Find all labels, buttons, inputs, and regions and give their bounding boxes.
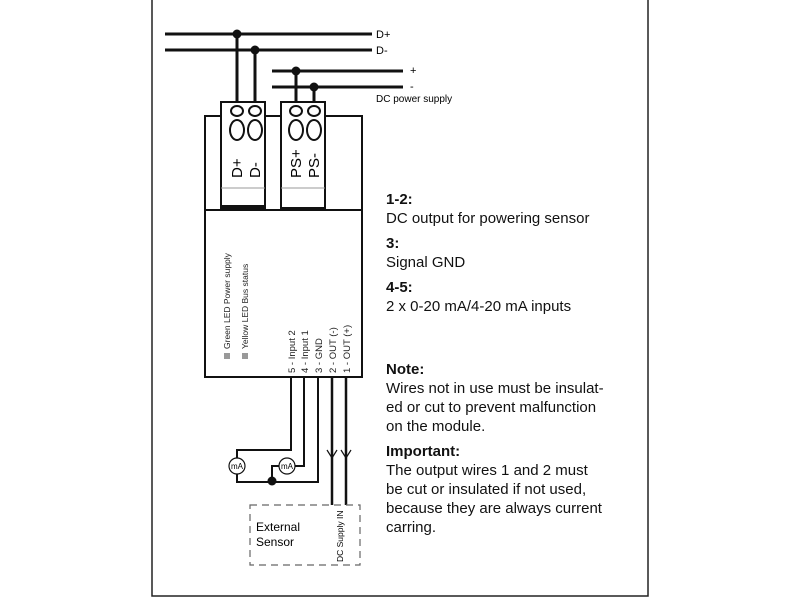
terminal-screws	[229, 105, 322, 141]
note-line: ed or cut to prevent malfunction	[386, 399, 597, 416]
dc-supply-in-label: DC Supply IN	[335, 511, 345, 563]
sensor-label-1: External	[256, 520, 300, 534]
sensor-wires	[236, 377, 352, 505]
module	[204, 101, 363, 378]
pin-5: 5 - Input 2	[287, 330, 298, 373]
note-heading: 4-5:	[386, 279, 413, 296]
label-d-plus: D+	[376, 29, 390, 41]
led-yellow-label: Yellow LED Bus status	[240, 264, 250, 349]
important-line: because they are always current	[386, 500, 602, 517]
pin-4: 4 - Input 1	[300, 330, 311, 373]
notes-panel: 1-2: DC output for powering sensor 3: Si…	[386, 190, 646, 537]
pin-2: 2 - OUT (-)	[328, 327, 339, 373]
terminal-ps-plus: PS+	[288, 149, 305, 178]
ammeter-icon	[228, 457, 246, 475]
note-text: Signal GND	[386, 254, 466, 271]
gnd-junction-dot	[267, 476, 277, 486]
led-labels: Green LED Power supply Yellow LED Bus st…	[222, 252, 250, 359]
important-line: The output wires 1 and 2 must	[386, 462, 588, 479]
note-line: Wires not in use must be insulat-	[386, 380, 604, 397]
pin-1: 1 - OUT (+)	[342, 325, 353, 373]
meter-2-label: mA	[281, 462, 294, 471]
label-minus: -	[410, 81, 414, 93]
note-heading: 3:	[386, 235, 400, 252]
yellow-led-icon	[242, 353, 248, 359]
meter-2: mA	[278, 457, 296, 475]
label-d-minus: D-	[376, 45, 388, 57]
meter-1-label: mA	[231, 462, 244, 471]
note-warning-heading: Note:	[386, 361, 425, 378]
important-line: be cut or insulated if not used,	[386, 481, 587, 498]
meter-1: mA	[228, 457, 246, 475]
note-text: DC output for powering sensor	[386, 210, 590, 227]
pin-3: 3 - GND	[314, 338, 325, 373]
green-led-icon	[224, 353, 230, 359]
junction-dots	[232, 29, 319, 92]
sensor-label-2: Sensor	[256, 535, 294, 549]
important-line: carring.	[386, 519, 437, 536]
label-plus: +	[410, 65, 416, 77]
note-text: 2 x 0-20 mA/4-20 mA inputs	[386, 298, 572, 315]
led-green-label: Green LED Power supply	[222, 252, 232, 349]
label-dc-power-supply: DC power supply	[376, 94, 452, 105]
note-line: on the module.	[386, 418, 486, 435]
note-heading: 1-2:	[386, 191, 413, 208]
important-heading: Important:	[386, 443, 461, 460]
external-sensor-box	[249, 504, 361, 566]
ammeter-icon	[278, 457, 296, 475]
bus-wires	[165, 32, 403, 108]
terminal-d-plus: D+	[229, 158, 246, 178]
pin-labels: 5 - Input 2 4 - Input 1 3 - GND 2 - OUT …	[287, 325, 353, 373]
frame	[151, 0, 649, 597]
terminal-ps-minus: PS-	[306, 153, 323, 178]
terminal-d-minus: D-	[247, 162, 264, 178]
terminal-labels: D+ D- PS+ PS-	[229, 149, 323, 178]
